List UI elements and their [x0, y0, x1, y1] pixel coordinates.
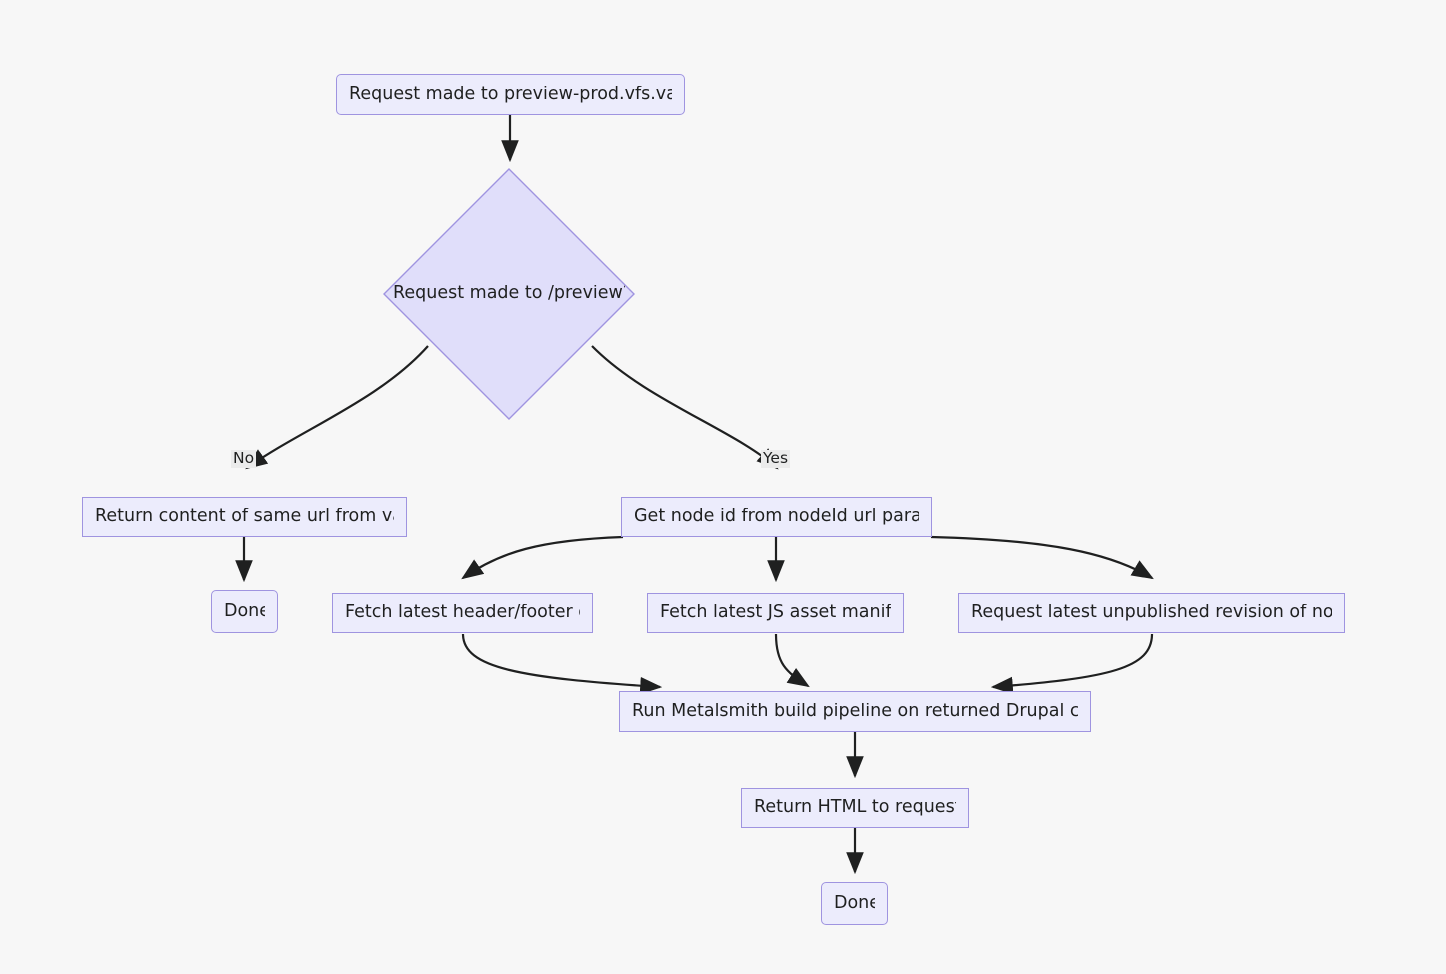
- node-run-metalsmith[interactable]: Run Metalsmith build pipeline on returne…: [619, 691, 1091, 732]
- node-label: Run Metalsmith build pipeline on returne…: [632, 702, 1078, 721]
- node-done-bottom[interactable]: Done: [821, 882, 888, 925]
- node-label: Fetch latest header/footer data: [345, 604, 580, 622]
- edge-getnode-to-unpublished: [930, 535, 1154, 580]
- node-is-preview-decision[interactable]: Request made to /preview?: [383, 168, 635, 420]
- edge-header-footer-to-metalsmith: [461, 633, 663, 695]
- node-label: Done: [834, 894, 875, 913]
- node-fetch-js-manifest[interactable]: Fetch latest JS asset manifest: [647, 593, 904, 633]
- edge-decision-yes: [591, 345, 779, 470]
- edge-decision-no: [245, 345, 429, 470]
- node-label: Get node id from nodeId url parameter: [634, 508, 919, 526]
- diamond-shape-icon: [383, 168, 635, 420]
- node-get-node-id[interactable]: Get node id from nodeId url parameter: [621, 497, 932, 537]
- node-label: Request made to preview-prod.vfs.va.gov: [349, 85, 672, 104]
- node-label: Return content of same url from va.gov: [95, 508, 394, 526]
- node-label: Request made to /preview?: [393, 285, 625, 303]
- node-request-preview-prod[interactable]: Request made to preview-prod.vfs.va.gov: [336, 74, 685, 115]
- node-label: Done: [224, 602, 265, 621]
- node-return-html[interactable]: Return HTML to requestor: [741, 788, 969, 828]
- node-done-left[interactable]: Done: [211, 590, 278, 633]
- node-label: Return HTML to requestor: [754, 799, 956, 817]
- node-label: Request latest unpublished revision of n…: [971, 604, 1332, 622]
- node-return-same-url[interactable]: Return content of same url from va.gov: [82, 497, 407, 537]
- node-request-unpublished-revision[interactable]: Request latest unpublished revision of n…: [958, 593, 1345, 633]
- edge-getnode-to-header-footer: [461, 535, 624, 580]
- edge-label-no: No: [231, 449, 257, 468]
- edge-unpublished-to-metalsmith: [990, 633, 1154, 695]
- node-fetch-header-footer[interactable]: Fetch latest header/footer data: [332, 593, 593, 633]
- node-label: Fetch latest JS asset manifest: [660, 604, 891, 622]
- edge-js-manifest-to-metalsmith: [774, 633, 810, 688]
- edge-label-yes: Yes: [761, 449, 791, 468]
